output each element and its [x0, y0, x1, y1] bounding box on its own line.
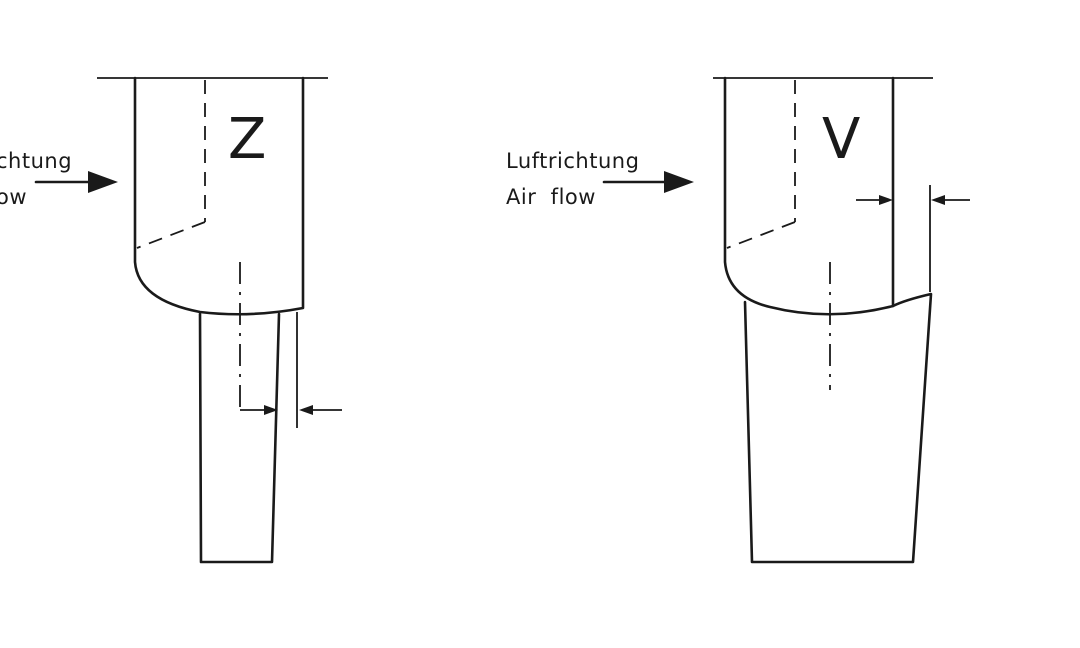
v-dimension-arrow-right-head: [931, 195, 945, 205]
z-airflow-label-en: ow: [0, 185, 27, 209]
v-airflow-label-de: Luftrichtung: [506, 149, 639, 173]
z-upper-housing: [133, 76, 305, 316]
z-letter: Z: [228, 107, 266, 172]
v-letter: V: [822, 107, 860, 172]
figure-z: Z chtung ow: [0, 76, 342, 564]
z-lower-blade: [198, 312, 281, 564]
v-dimension-arrow-left-head: [879, 195, 893, 205]
z-dimension-arrow-right-head: [299, 405, 313, 415]
z-airflow-label-de: chtung: [0, 149, 72, 173]
v-hidden-line-diagonal: [726, 221, 796, 249]
z-dimension-arrow-left-head: [264, 405, 278, 415]
v-upper-housing: [723, 76, 895, 316]
v-airflow-label-en: Air flow: [506, 185, 596, 209]
z-hidden-line-diagonal: [136, 221, 206, 249]
v-airflow-arrow-head: [664, 171, 694, 193]
v-lower-blade: [743, 292, 933, 564]
figure-v: V Luftrichtung Air flow: [506, 76, 970, 564]
z-airflow-arrow-head: [88, 171, 118, 193]
